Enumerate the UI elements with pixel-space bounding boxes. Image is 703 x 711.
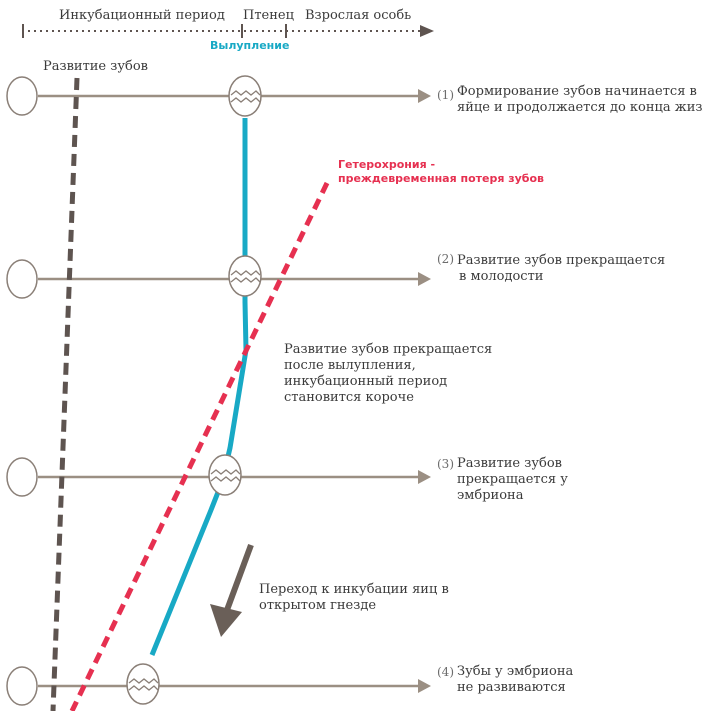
- egg-icon: [6, 259, 38, 299]
- stage-description: прекращается у: [457, 472, 568, 487]
- hatching-egg-icon: [208, 454, 242, 496]
- hatching-line: [149, 118, 249, 656]
- hatching-egg-icon: [228, 75, 262, 117]
- mid-note: после вылупления,: [284, 358, 416, 373]
- transition-note: Переход к инкубации яиц в: [259, 582, 449, 597]
- chick-label: Птенец: [243, 8, 294, 23]
- timeline-axis: [22, 24, 434, 38]
- hatching-egg-icon: [126, 663, 160, 705]
- stage-description: эмбриона: [457, 488, 524, 503]
- stage-description: Развитие зубов: [457, 456, 562, 471]
- transition-arrow: [210, 543, 254, 637]
- transition-note: открытом гнезде: [259, 598, 377, 613]
- stage-description: в молодости: [459, 269, 544, 284]
- stage-description: не развиваются: [457, 680, 566, 695]
- heterochrony-label-line1: Гетерохрония -: [338, 158, 436, 171]
- hatching-label: Вылупление: [210, 39, 290, 52]
- egg-icon: [6, 76, 38, 116]
- tooth-development-line: [50, 77, 80, 711]
- stage-number: (2): [437, 252, 454, 266]
- stage-number: (1): [437, 88, 454, 102]
- timeline-arrowhead: [420, 25, 434, 37]
- stage-number: (4): [437, 665, 454, 679]
- mid-note: инкубационный период: [284, 374, 448, 389]
- stage-description: Зубы у эмбриона: [457, 664, 574, 679]
- stage-description: Формирование зубов начинается в: [457, 84, 697, 99]
- tooth-development-label: Развитие зубов: [43, 59, 148, 74]
- heterochrony-label-line2: преждевременная потеря зубов: [338, 172, 545, 185]
- heterochrony-line: [69, 181, 330, 711]
- egg-icon: [6, 457, 38, 497]
- hatching-egg-icon: [228, 255, 262, 297]
- stage-description: Развитие зубов прекращается: [457, 253, 666, 268]
- mid-note: Развитие зубов прекращается: [284, 342, 493, 357]
- stage-description: яйце и продолжается до конца жизни: [457, 100, 703, 115]
- mid-note: становится короче: [284, 390, 414, 405]
- egg-icon: [6, 666, 38, 706]
- incubation-period-label: Инкубационный период: [59, 8, 225, 23]
- stage-number: (3): [437, 457, 454, 471]
- adult-label: Взрослая особь: [305, 8, 412, 23]
